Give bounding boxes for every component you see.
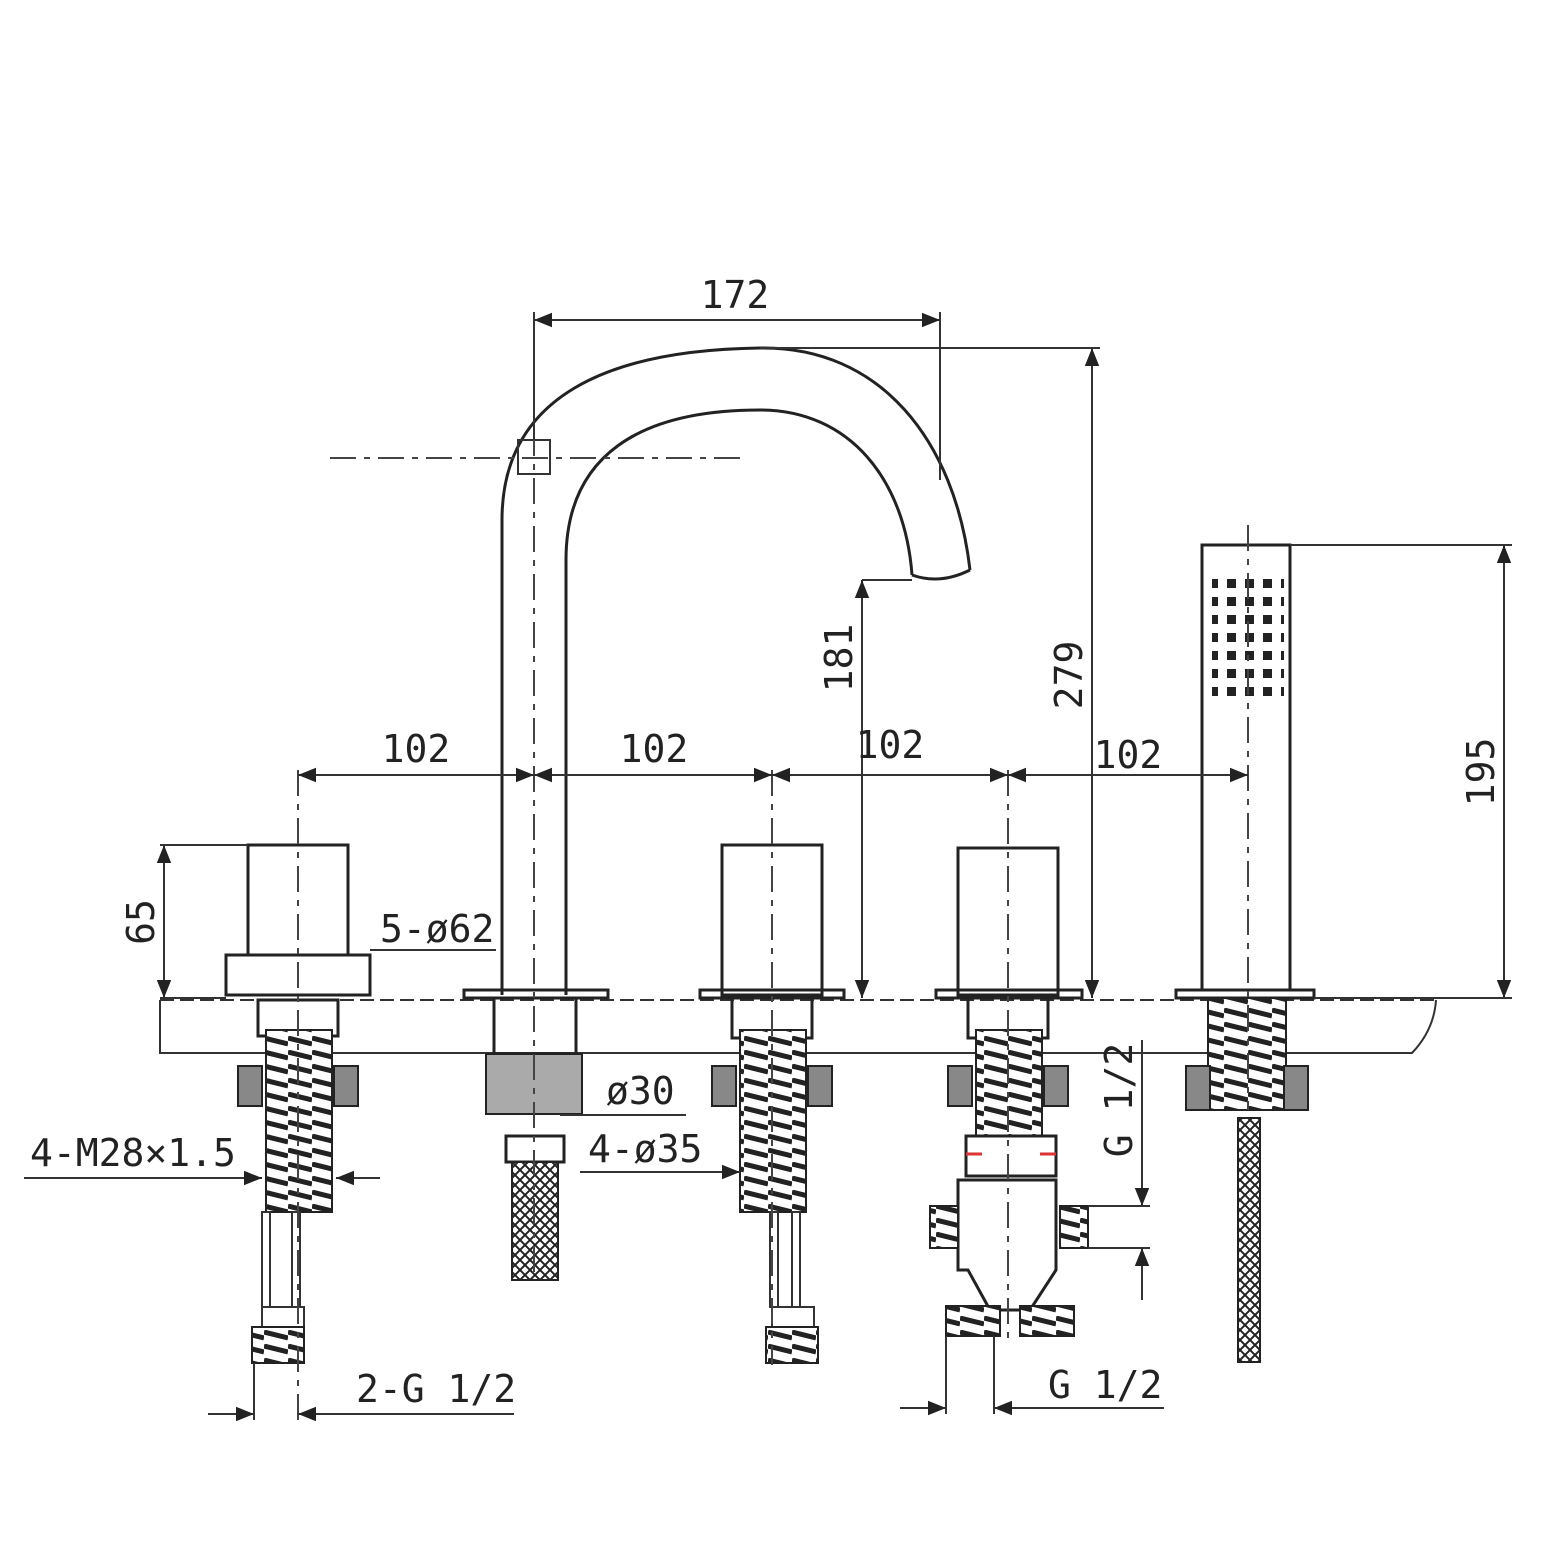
dim-shank-diameter: 4-ø35 (588, 1127, 702, 1171)
dim-thread: 4-M28×1.5 (30, 1131, 236, 1175)
dim-spacing-4: 102 (1094, 733, 1163, 777)
spout (462, 346, 972, 1281)
dim-spacing-1: 102 (382, 727, 451, 771)
handle-left (224, 843, 372, 1364)
dim-spacing-3: 102 (856, 723, 925, 767)
dimension-labels: 172 279 181 195 65 102 102 102 102 5-ø62… (30, 273, 1503, 1411)
dim-diverter-inlet: G 1/2 (1048, 1363, 1162, 1407)
dim-spacing-2: 102 (620, 727, 689, 771)
dim-shower-height: 195 (1459, 738, 1503, 807)
dim-diverter-outlet: G 1/2 (1097, 1043, 1141, 1157)
dim-hole-diameter: 5-ø62 (380, 907, 494, 951)
dim-spout-height: 181 (817, 624, 861, 693)
center-lines (297, 430, 1249, 1420)
dim-overall-height: 279 (1047, 641, 1091, 710)
dim-handle-height: 65 (119, 899, 163, 945)
dimension-lines (24, 312, 1512, 1422)
dim-spout-reach: 172 (701, 273, 770, 317)
hand-shower (1174, 543, 1316, 1363)
dim-spout-shank: ø30 (606, 1069, 675, 1113)
dim-inlet-connections: 2-G 1/2 (356, 1367, 516, 1411)
